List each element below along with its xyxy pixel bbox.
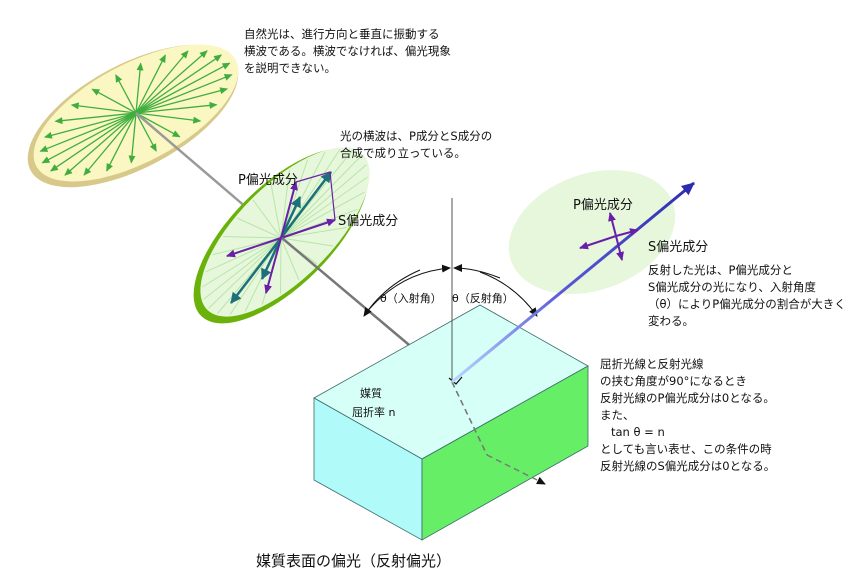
ellipse-spoke (280, 164, 367, 239)
natural-light-arrow (106, 112, 137, 172)
natural-light-arrow (135, 54, 166, 114)
ellipse-spoke (223, 236, 282, 239)
ellipse-spoke (280, 237, 282, 294)
brewster-condition-note: 屈折光線と反射光線 の挟む角度が90°になるとき 反射光線のP偏光成分は0となる… (600, 357, 776, 473)
natural-light-arrow (43, 112, 137, 139)
ellipse-spoke (270, 183, 282, 239)
natural-light-arrow (135, 112, 202, 124)
refractive-index-label: 屈折率 n (352, 406, 396, 419)
p-wave-arrow-minor (279, 196, 302, 239)
incident-angle-arc (365, 264, 451, 314)
natural-light-arrows (39, 50, 233, 176)
ellipse-spoke (280, 191, 365, 239)
incident-angle-label: θ（入射角） (380, 292, 442, 305)
ellipse-spoke (280, 170, 290, 239)
natural-light-arrow (135, 54, 223, 114)
reflect-angle-arc (479, 271, 538, 317)
natural-light-arrow (135, 112, 181, 138)
s-component-label-left: S偏光成分 (338, 214, 399, 229)
component-construction-lines (295, 171, 336, 221)
ellipse-spoke (280, 237, 300, 281)
reflected-p-component (615, 235, 624, 261)
natural-light-arrow (135, 87, 229, 114)
ellipse-spoke (280, 155, 362, 239)
s-component-arrow (226, 237, 282, 258)
ellipse-spoke (280, 176, 368, 239)
ellipse-spoke (236, 217, 282, 239)
s-component-arrow (280, 218, 336, 239)
reflected-ray (451, 181, 695, 384)
natural-light-arrow (91, 88, 137, 114)
natural-light-note: 自然光は、進行方向と垂直に振動する 横波である。横波でなければ、偏光現象 を説明… (244, 27, 451, 75)
natural-light-arrow (135, 112, 157, 152)
medium-box (313, 304, 589, 541)
reflected-p-component (608, 212, 617, 237)
natural-light-arrow (135, 50, 208, 114)
reflect-angle-label: θ（反射角） (452, 292, 514, 305)
p-wave-arrow (230, 237, 282, 304)
p-component-label-right: P偏光成分 (573, 198, 633, 213)
reflected-polarization-ellipse (508, 170, 676, 294)
ellipse-spoke (202, 237, 282, 288)
reflected-s-component (579, 235, 617, 250)
natural-light-arrow (54, 112, 137, 125)
natural-light-arrow (41, 112, 137, 164)
natural-light-arrow (70, 102, 137, 114)
natural-light-arrow (135, 50, 189, 114)
transverse-wave-note: 光の横波は、P成分とS成分の 合成で成り立っている。 (340, 129, 493, 160)
medium-label: 媒質 (360, 387, 382, 400)
ellipse-spoke (208, 237, 282, 309)
natural-light-arrow (39, 112, 137, 152)
s-component-label-right: S偏光成分 (648, 240, 709, 255)
refracted-ray (451, 381, 488, 456)
p-component-arrow (280, 181, 298, 239)
figure-caption: 媒質表面の偏光（反射偏光） (256, 552, 452, 570)
reflected-components (579, 212, 639, 261)
reflect-angle-arc-start (453, 264, 501, 279)
natural-light-arrow (128, 112, 137, 164)
natural-light-arrow (135, 101, 218, 114)
p-wave-arrow (280, 171, 332, 239)
box-side (421, 365, 589, 541)
p-component-arrow (264, 237, 282, 294)
reflected-s-component (615, 228, 639, 237)
natural-light-arrow (135, 62, 231, 114)
p-wave-arrow-minor (260, 237, 283, 280)
natural-light-arrow (83, 112, 137, 176)
natural-light-arrow (135, 74, 233, 114)
natural-light-arrow (49, 112, 137, 172)
ellipse-spoke (280, 227, 347, 239)
natural-light-arrow (135, 62, 144, 114)
incident-angle-arc-end (363, 269, 421, 317)
natural-light-arrow (115, 74, 137, 114)
natural-light-arrow (64, 112, 137, 176)
ellipse-spoke (280, 237, 334, 247)
refracted-ray-exit (486, 454, 546, 485)
ellipse-spoke (205, 237, 282, 273)
p-component-label-left: P偏光成分 (238, 173, 298, 188)
reflected-light-note: 反射した光は、P偏光成分と S偏光成分の光になり、入射角度 （θ）によりP偏光成… (648, 263, 846, 328)
right-angle-marker (448, 376, 463, 385)
ellipse-spoke (203, 237, 282, 300)
ellipse-spoke (252, 199, 282, 239)
incident-polarization-ellipse (193, 147, 370, 324)
